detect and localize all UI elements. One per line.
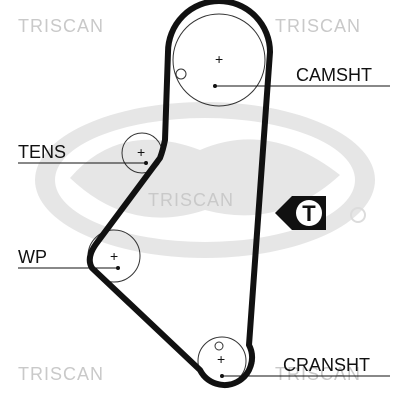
camshaft-timing-hole <box>175 68 187 80</box>
crankshaft-center-mark: + <box>217 351 225 367</box>
timing-belt <box>86 0 273 388</box>
tensioner-leader-dot <box>144 161 148 165</box>
watermark-top-left: TRISCAN <box>18 16 104 36</box>
crankshaft-label: CRANSHT <box>283 355 370 375</box>
watermark-center: TRISCAN <box>148 190 234 210</box>
background-logo <box>35 102 375 258</box>
watermark-bottom-left: TRISCAN <box>18 364 104 384</box>
water-pump-leader-dot <box>116 266 120 270</box>
crankshaft-leader-dot <box>220 374 224 378</box>
tensioner-label: TENS <box>18 142 66 162</box>
crankshaft-timing-hole <box>214 341 224 351</box>
camshaft-label: CAMSHT <box>296 65 372 85</box>
watermark-bottom-right: TRISCAN <box>275 364 361 384</box>
tensioner-center-mark: + <box>137 144 145 160</box>
water-pump-center-mark: + <box>110 248 118 264</box>
timing-mark-icon: T <box>275 196 326 230</box>
camshaft-pulley <box>172 13 266 107</box>
timing-mark-letter: T <box>302 201 316 226</box>
camshaft-leader-dot <box>213 84 217 88</box>
camshaft-center-mark: + <box>215 51 223 67</box>
registered-mark-icon <box>350 207 366 223</box>
watermark-top-right: TRISCAN <box>275 16 361 36</box>
water-pump-label: WP <box>18 247 47 267</box>
